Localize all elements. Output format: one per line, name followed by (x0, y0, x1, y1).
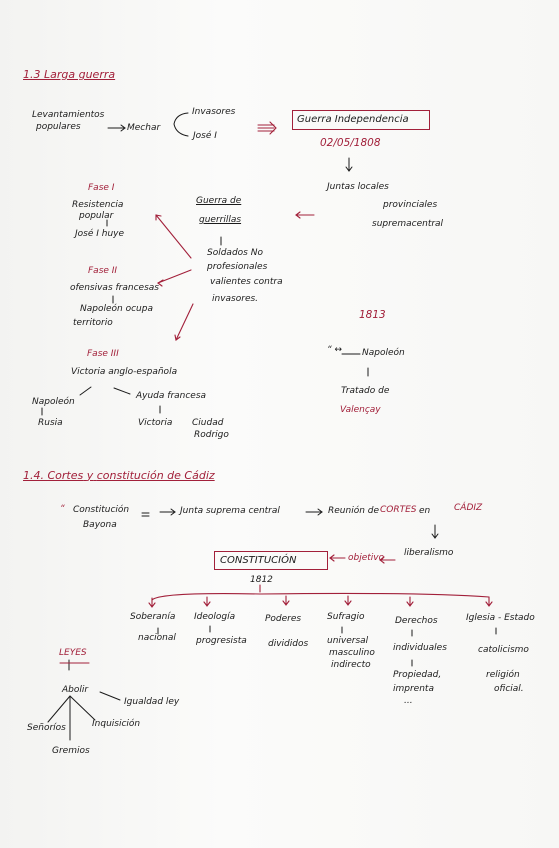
soldados-line-2: profesionales (207, 262, 268, 272)
text-napoleon-2: Napoleón (362, 348, 405, 358)
branch-soberania-line-1: nacional (138, 633, 176, 643)
fase2-line-1: ofensivas francesas (70, 283, 159, 293)
text-levantamientos: Levantamientos (32, 110, 105, 120)
branch-sufragio-head: Sufragio (327, 612, 365, 622)
text-objetivo: objetivo (348, 553, 385, 563)
branch-iglesia-head: Iglesia - Estado (466, 613, 535, 623)
soldados-line-3: valientes contra (210, 277, 283, 287)
branch-derechos-line-3: imprenta (393, 684, 434, 694)
title-part-constitucion: constitución de Cádiz (96, 469, 215, 482)
branch-ideologia-line-1: progresista (196, 636, 247, 646)
branch-sufragio-line-1: universal (327, 636, 369, 646)
text-fecha: 02/05/1808 (320, 137, 381, 149)
text-bayona: Bayona (83, 520, 117, 530)
box-guerra-independencia (292, 110, 430, 130)
branch-iglesia-line-3: oficial. (494, 684, 524, 694)
title-part-y: y (86, 469, 94, 482)
branch-derechos-line-1: individuales (393, 643, 447, 653)
text-juntas-locales: Juntas locales (327, 182, 389, 192)
text-rodrigo: Rodrigo (194, 430, 229, 440)
text-invasores: Invasores (192, 107, 236, 117)
text-cadiz: CÁDIZ (454, 503, 483, 513)
fase1-line-3: José I huye (75, 229, 125, 239)
branch-poderes-head: Poderes (265, 614, 302, 624)
text-napoleon: Napoleón (32, 397, 75, 407)
text-inquisicion: Inquisición (92, 719, 141, 729)
text-guerra-independencia: Guerra Independencia (297, 114, 409, 125)
text-junta-suprema: Junta suprema central (180, 506, 280, 516)
text-ayuda-francesa: Ayuda francesa (136, 391, 207, 401)
fase3-line-1: Victoria anglo-española (71, 367, 178, 377)
text-ciudad: Ciudad (192, 418, 224, 428)
fase1-line-1: Resistencia (72, 200, 124, 210)
text-jose-i: José I (193, 131, 217, 141)
section-title-larga-guerra: 1.3 Larga guerra (23, 68, 116, 81)
fase2-line-3: territorio (73, 318, 113, 328)
text-provinciales: provinciales (383, 200, 438, 210)
text-mechar: Mechar (127, 123, 161, 133)
text-cortes: CORTES (380, 505, 417, 515)
text-tratado-de: Tratado de (341, 386, 390, 396)
branch-sufragio-line-3: indirecto (331, 660, 371, 670)
section-title-cortes: 1.4. Cortes y constitución de Cádiz (23, 470, 215, 481)
title-part-cortes: 1.4. Cortes (23, 469, 84, 482)
text-1813: 1813 (359, 309, 386, 321)
text-senorios: Señoríos (27, 723, 66, 733)
branch-ideologia-head: Ideología (194, 612, 236, 622)
text-rusia: Rusia (38, 418, 63, 428)
text-populares: populares (36, 122, 81, 132)
soldados-line-1: Soldados No (207, 248, 263, 258)
text-victoria: Victoria (138, 418, 173, 428)
fase2-title: Fase II (88, 266, 118, 276)
branch-iglesia-line-2: religión (486, 670, 520, 680)
text-constitucion: Constitución (73, 505, 130, 515)
box-constitucion (214, 551, 328, 570)
fase1-line-2: popular (79, 211, 114, 221)
text-guerrillas: guerrillas (199, 215, 242, 225)
branch-poderes-line-1: divididos (268, 639, 309, 649)
text-constitucion-box: CONSTITUCIÓN (220, 555, 297, 566)
text-abolir: Abolir (62, 685, 89, 695)
soldados-line-4: invasores. (212, 294, 259, 304)
branch-derechos-line-4: ... (404, 696, 413, 706)
text-supremacentral: supremacentral (372, 219, 444, 229)
fase2-line-2: Napoleón ocupa (80, 304, 153, 314)
branch-derechos-head: Derechos (395, 616, 438, 626)
text-leyes: LEYES (59, 648, 87, 658)
branch-derechos-line-2: Propiedad, (393, 670, 442, 680)
text-double-quote-mark: “ ↔ (327, 345, 343, 355)
text-gremios: Gremios (52, 746, 90, 756)
text-1812: 1812 (250, 575, 273, 585)
branch-soberania-head: Soberanía (130, 612, 176, 622)
branch-iglesia-line-1: catolicismo (478, 645, 529, 655)
text-liberalismo: liberalismo (404, 548, 454, 558)
text-guerra-de: Guerra de (196, 196, 242, 206)
fase3-title: Fase III (87, 349, 119, 359)
text-quote-mark: “ (60, 504, 65, 514)
text-en: en (419, 506, 431, 516)
fase1-title: Fase I (88, 183, 115, 193)
text-reunion-de: Reunión de (328, 506, 380, 516)
text-valencay: Valençay (340, 405, 381, 415)
text-igualdad-ley: Igualdad ley (124, 697, 180, 707)
branch-sufragio-line-2: masculino (329, 648, 375, 658)
